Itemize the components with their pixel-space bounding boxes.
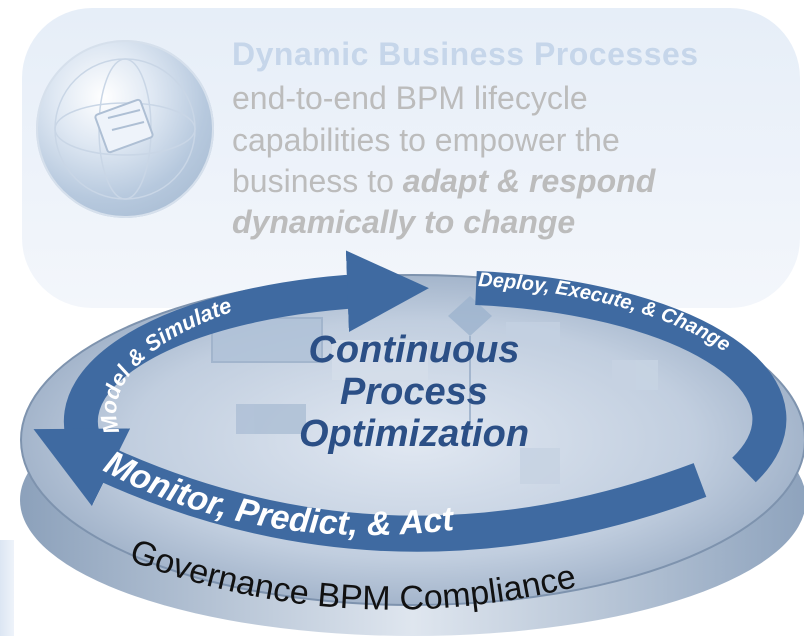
body-line-2: capabilities to empower the [232,122,620,158]
body-line-3: business to adapt & respond [232,163,655,200]
globe-icon [36,40,214,218]
body-line-1: end-to-end BPM lifecycle [232,80,588,116]
center-title-line-3: Optimization [299,413,529,455]
flowchart-background [211,296,658,484]
body-line-4-emphasis: dynamically to change [232,204,576,240]
arrow-monitor [33,428,707,552]
center-title-line-2: Process [340,371,488,413]
headline: Dynamic Business Processes [232,36,699,72]
body-line-3-emphasis: adapt & respond [402,163,656,199]
body-line-3-plain: business to [232,163,403,199]
center-title-line-1: Continuous [308,329,519,371]
left-edge-decoration [0,540,14,636]
body-line-4: dynamically to change [232,204,575,241]
arrow-deploy [475,271,787,483]
